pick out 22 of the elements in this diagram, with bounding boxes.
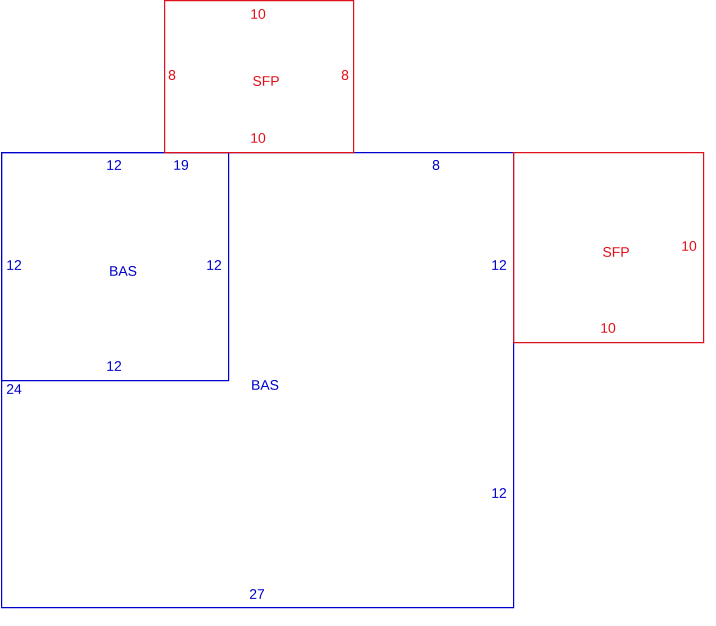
area-outline — [513, 152, 704, 344]
dimension-label: 10 — [251, 9, 266, 19]
dimension-label: 10 — [251, 133, 266, 143]
dimension-label: 19 — [174, 160, 188, 170]
dimension-label: 8 — [342, 70, 348, 80]
area-outline — [1, 152, 230, 382]
dimension-label: 8 — [168, 70, 176, 80]
dimension-label: 10 — [682, 241, 696, 251]
dimension-label: 10 — [601, 323, 616, 333]
dimension-label: 12 — [207, 260, 222, 270]
area-name: BAS — [110, 266, 136, 276]
area-name: BAS — [252, 380, 278, 390]
area-outline — [164, 0, 354, 154]
dimension-label: 12 — [107, 361, 122, 371]
dimension-label: 12 — [492, 488, 506, 498]
area-outline — [1, 152, 514, 608]
dimension-label: 8 — [432, 160, 440, 170]
dimension-label: 12 — [7, 260, 22, 270]
dimension-label: 12 — [107, 160, 122, 170]
area-name: SFP — [603, 247, 629, 257]
area-name: SFP — [253, 76, 279, 86]
dimension-label: 27 — [250, 589, 264, 599]
